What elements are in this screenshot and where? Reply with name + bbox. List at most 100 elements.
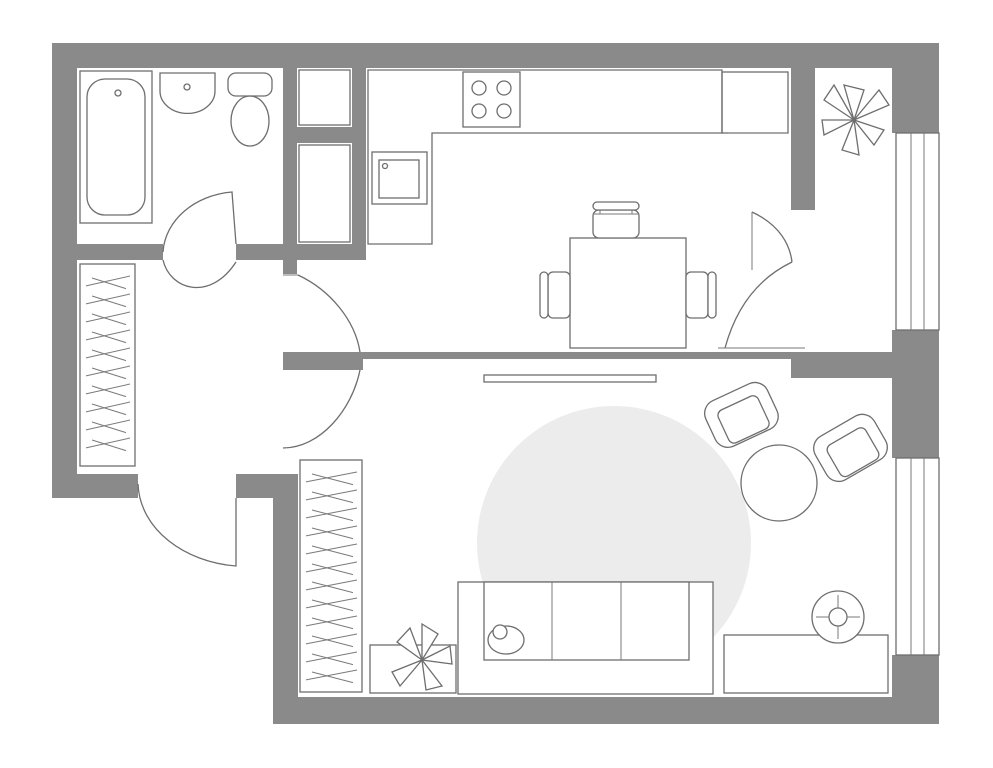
hanger-line [305, 597, 358, 609]
hanger-line [305, 525, 358, 537]
bathroom-partition-right [236, 244, 366, 260]
storage-closets [298, 69, 351, 243]
sliding-door [483, 374, 657, 383]
fridge-icon [721, 71, 789, 134]
kitchen-counter [367, 69, 723, 245]
toilet-tank [227, 72, 273, 97]
hanger-line [305, 669, 358, 681]
hanger-line [311, 599, 354, 612]
bathtub-inner [86, 78, 146, 216]
hanger-line [85, 437, 131, 449]
hanger-line [305, 579, 358, 591]
hanger-line [311, 581, 354, 594]
armchair-left [703, 381, 779, 448]
living-room [369, 381, 889, 695]
dining-chair-left [539, 271, 571, 319]
hanger-line [311, 563, 354, 576]
armchair-right [813, 413, 888, 483]
wall-kitchen-living-strip [363, 352, 803, 359]
hanger-line [91, 367, 127, 380]
kitchen [367, 69, 890, 349]
outer-wall-right-top [892, 43, 939, 133]
outer-wall-top [52, 43, 939, 68]
hanger-line [91, 313, 127, 326]
hanger-line [305, 561, 358, 573]
kitchen-sink-icon [371, 151, 428, 205]
hanger-line [85, 275, 131, 287]
cat-icon [487, 624, 525, 655]
door-entrance [137, 483, 237, 567]
doors [137, 191, 805, 567]
hanger-line [85, 401, 131, 413]
hanger-line [91, 277, 127, 290]
window-living [895, 457, 940, 656]
hanger-line [311, 527, 354, 540]
hanger-line [85, 365, 131, 377]
window-kitchen [895, 132, 940, 331]
hanger-line [311, 653, 354, 666]
door-kitchen [297, 274, 361, 353]
hanger-line [305, 489, 358, 501]
hanger-line [91, 349, 127, 362]
bathroom-partition [77, 244, 163, 260]
wall-left-bottom [52, 474, 138, 498]
hanger-line [85, 383, 131, 395]
hanger-line [91, 295, 127, 308]
plant-icon [821, 83, 890, 156]
hanger-line [85, 347, 131, 359]
hanger-line [311, 473, 354, 486]
hanger-line [305, 651, 358, 663]
hanger-line [311, 671, 354, 684]
hanger-line [91, 385, 127, 398]
hanger-line [85, 311, 131, 323]
hanger-line [305, 471, 358, 483]
wall-bath-closet [283, 68, 297, 274]
hanger-line [311, 509, 354, 522]
outer-wall-living-left [273, 474, 298, 724]
outer-wall-left [52, 43, 77, 498]
plant-icon-living [391, 622, 453, 691]
outer-wall-right-mid [892, 330, 939, 458]
outer-wall-right-bottom [892, 655, 939, 724]
dining-table [569, 237, 687, 349]
hanger-line [305, 507, 358, 519]
hanger-line [91, 421, 127, 434]
tv-stand [723, 634, 889, 694]
coffee-table [740, 444, 818, 522]
dining-chair-right [685, 271, 717, 319]
wall-kitchen-living-right [791, 352, 892, 378]
hanger-line [305, 543, 358, 555]
toilet-icon [230, 95, 270, 147]
hanger-line [91, 439, 127, 452]
wall-kitchen-balcony [791, 68, 815, 210]
hanger-line [305, 615, 358, 627]
hanger-line [311, 491, 354, 504]
hanger-line [85, 293, 131, 305]
hanger-line [85, 329, 131, 341]
wall-closet-kitchen [352, 68, 366, 260]
door-balcony [751, 211, 793, 263]
door-hall [162, 259, 237, 289]
sink-icon [159, 72, 216, 115]
desk-chair [811, 590, 865, 644]
dining-chair-top [592, 201, 640, 239]
wall-kitchen-living [283, 352, 363, 370]
bathtub [79, 70, 153, 224]
closet-divider [297, 127, 352, 143]
outer-wall-bottom [273, 697, 939, 724]
hanger-line [311, 635, 354, 648]
hanger-line [311, 545, 354, 558]
hanger-line [311, 617, 354, 630]
wardrobe-living [299, 459, 363, 693]
bathroom [79, 70, 273, 224]
walls [52, 43, 939, 724]
hanger-line [91, 331, 127, 344]
hanger-line [91, 403, 127, 416]
windows [895, 132, 940, 656]
door-living [282, 369, 361, 449]
door-bathroom [162, 191, 237, 253]
stove-icon [462, 71, 521, 128]
hanger-line [85, 419, 131, 431]
wardrobe-hall [79, 263, 136, 467]
